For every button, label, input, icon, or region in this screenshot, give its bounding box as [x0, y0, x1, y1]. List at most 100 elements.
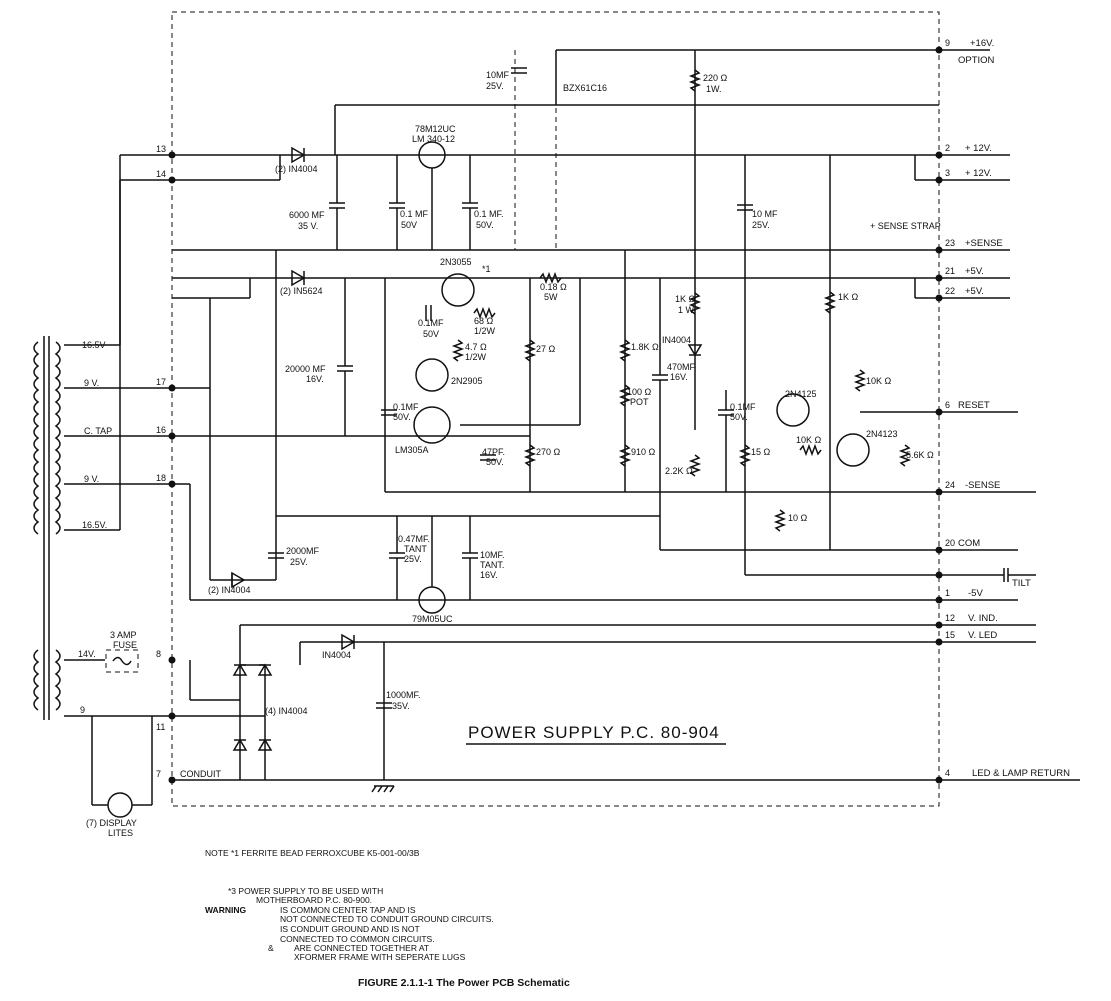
- resistor-label: 270 Ω: [536, 447, 561, 457]
- note-line: IS CONDUIT GROUND AND IS NOT: [280, 924, 420, 934]
- resistors: [451, 69, 912, 532]
- resistor-label: 1W.: [706, 84, 722, 94]
- cap-label: 10MF.: [480, 550, 505, 560]
- output-label: +5V.: [965, 266, 984, 277]
- cap-label: 20000 MF: [285, 364, 326, 374]
- cap-label: 35 V.: [298, 221, 318, 231]
- cap-label: 16V.: [306, 374, 324, 384]
- output-label: TILT: [1012, 578, 1031, 589]
- note-line: ARE CONNECTED TOGETHER AT: [294, 943, 429, 953]
- input-labels: 13 14 17 16 18 8 11 7: [156, 144, 166, 779]
- lamp-label: (7) DISPLAY: [86, 818, 137, 828]
- resistor-label: 4.7 Ω: [465, 342, 487, 352]
- output-label: RESET: [958, 400, 990, 411]
- pin-label: 1: [945, 588, 950, 598]
- diode-label: (2) IN4004: [208, 585, 251, 595]
- figure-caption: FIGURE 2.1.1-1 The Power PCB Schematic: [358, 977, 570, 989]
- pin-label: 23: [945, 238, 955, 248]
- cap-label: 50V.: [393, 412, 411, 422]
- transformer: [33, 336, 61, 720]
- cap-label: TANT: [404, 544, 427, 554]
- cap-label: 10 MF: [752, 209, 778, 219]
- warning-label: WARNING: [205, 905, 246, 915]
- output-label: + 12V.: [965, 143, 992, 154]
- cap-label: 2000MF: [286, 546, 320, 556]
- cap-label: 50V: [401, 220, 417, 230]
- resistor-label: 220 Ω: [703, 73, 728, 83]
- lamp-label: LITES: [108, 828, 133, 838]
- output-leads: [939, 49, 1080, 781]
- note-line: &: [268, 943, 274, 953]
- cap-label: 0.1MF: [418, 318, 444, 328]
- diode-label: (2) IN5624: [280, 286, 323, 296]
- pin-label: 6: [945, 400, 950, 410]
- output-label: -5V: [968, 588, 983, 599]
- tap-labels: 16.5V 9 V. C. TAP 9 V. 16.5V. 14V. 9: [78, 340, 112, 715]
- bridge-label: (4) IN4004: [265, 706, 308, 716]
- output-label: +16V.: [970, 38, 994, 49]
- resistor-label: 10K Ω: [866, 376, 892, 386]
- resistor-label: 0.18 Ω: [540, 282, 567, 292]
- transistor-label: 2N3055: [440, 257, 472, 267]
- bead-label: *1: [482, 264, 491, 274]
- pot-label: 100 Ω: [627, 387, 652, 397]
- pin-label: 21: [945, 266, 955, 276]
- fuse-label: 3 AMP: [110, 630, 137, 640]
- transistor-label: 2N4123: [866, 429, 898, 439]
- pin-label: 18: [156, 473, 166, 483]
- display-lamp-icon: [107, 792, 133, 818]
- tap-label: 14V.: [78, 649, 96, 659]
- cap-label: 0.1 MF.: [474, 209, 504, 219]
- fuse-label: FUSE: [113, 640, 137, 650]
- regulator-label: 78M12UC: [415, 124, 456, 134]
- transistor-2n2905-icon: [415, 358, 449, 392]
- output-label: V. LED: [968, 630, 997, 641]
- pin-label: 4: [945, 768, 950, 778]
- cap-label: 25V.: [486, 81, 504, 91]
- output-label: LED & LAMP RETURN: [972, 768, 1070, 779]
- output-label: +SENSE: [965, 238, 1003, 249]
- resistor-label: 1.8K Ω: [631, 342, 659, 352]
- pin-label: 9: [945, 38, 950, 48]
- cap-label: 50V.: [730, 412, 748, 422]
- diode-label: IN4004: [662, 335, 691, 345]
- cap-label: 470MF: [667, 362, 696, 372]
- option-boundary: [514, 50, 557, 251]
- notes: NOTE *1 FERRITE BEAD FERROXCUBE K5-001-0…: [205, 848, 494, 962]
- output-label: OPTION: [958, 55, 995, 66]
- opamp-label: LM305A: [395, 445, 429, 455]
- resistor-label: 5W: [544, 292, 558, 302]
- cap-label: 0.1MF: [730, 402, 756, 412]
- pin-label: 12: [945, 613, 955, 623]
- tap-label: 16.5V.: [82, 520, 107, 530]
- pin-label: 2: [945, 143, 950, 153]
- cap-label: TANT.: [480, 560, 504, 570]
- output-label: -SENSE: [965, 480, 1000, 491]
- resistor-label: 1K Ω: [675, 294, 696, 304]
- output-label: +5V.: [965, 286, 984, 297]
- diode-label: IN4004: [322, 650, 351, 660]
- tap-label: 9 V.: [84, 378, 99, 388]
- sense-strap-label: + SENSE STRAP: [870, 221, 941, 231]
- op-amp-lm305a-icon: [413, 406, 451, 444]
- resistor-label: 27 Ω: [536, 344, 556, 354]
- transistor-label: 2N4125: [785, 389, 817, 399]
- resistor-label: 15 Ω: [751, 447, 771, 457]
- pin-label: 11: [156, 722, 165, 732]
- cap-label: 16V.: [480, 570, 498, 580]
- pot-label: POT: [630, 397, 649, 407]
- transistor-2n4125-icon: [776, 393, 810, 427]
- transistor-label: 2N2905: [451, 376, 483, 386]
- cap-label: 10MF: [486, 70, 510, 80]
- component-labels: 10MF 25V. BZX61C16 220 Ω 1W. 78M12UC LM …: [86, 70, 941, 838]
- regulator-label: 79M05UC: [412, 614, 453, 624]
- cap-label: 25V.: [752, 220, 770, 230]
- note-line: NOTE *1 FERRITE BEAD FERROXCUBE K5-001-0…: [205, 848, 420, 858]
- cap-label: 25V.: [290, 557, 308, 567]
- cap-label: 50V.: [476, 220, 494, 230]
- regulator-label: LM 340-12: [412, 134, 455, 144]
- note-line: MOTHERBOARD P.C. 80-900.: [256, 895, 372, 905]
- cap-label: 25V.: [404, 554, 422, 564]
- transistor-2n4123-icon: [836, 433, 870, 467]
- pin-label: 14: [156, 169, 166, 179]
